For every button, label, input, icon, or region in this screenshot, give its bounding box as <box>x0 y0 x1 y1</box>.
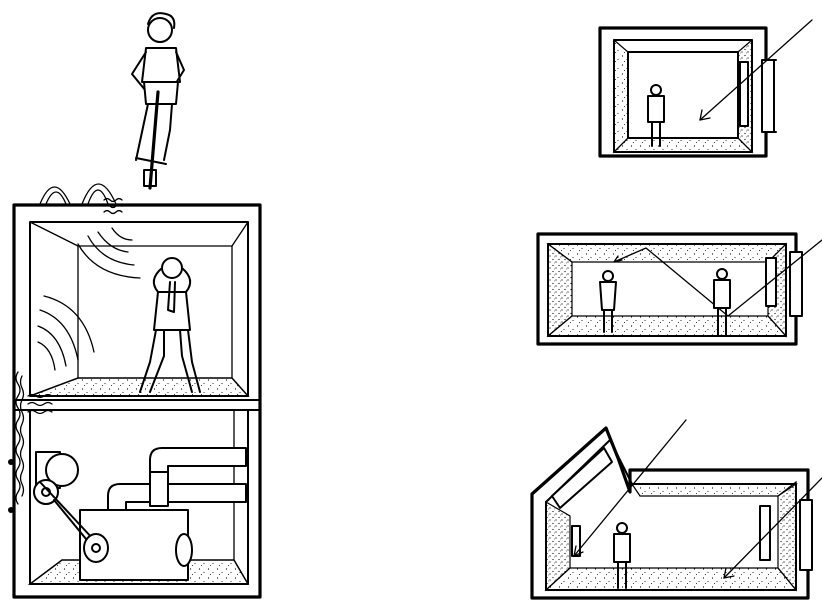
upper-room-floor <box>30 378 248 396</box>
building-section <box>8 13 260 597</box>
ceiling-sound-waves-icon <box>78 228 140 278</box>
motor-belt-icon <box>34 452 108 562</box>
room-reflected-light <box>538 234 822 344</box>
person-standing-icon <box>648 85 664 146</box>
room-window-light <box>600 20 812 156</box>
wall-sound-waves-icon <box>38 296 94 370</box>
light-ray-icon <box>700 20 812 120</box>
room-top-floor <box>614 138 752 152</box>
pogo-stick-kid-icon <box>132 13 184 188</box>
upper-room <box>30 222 248 396</box>
room-bottom-floor <box>546 568 796 590</box>
pipes-icon <box>108 448 246 512</box>
room-middle-floor <box>548 316 786 336</box>
bounce-arcs-icon <box>40 184 116 204</box>
room-skylight <box>532 420 822 598</box>
person-covering-ears-icon <box>140 258 200 392</box>
machine-room <box>30 410 248 584</box>
